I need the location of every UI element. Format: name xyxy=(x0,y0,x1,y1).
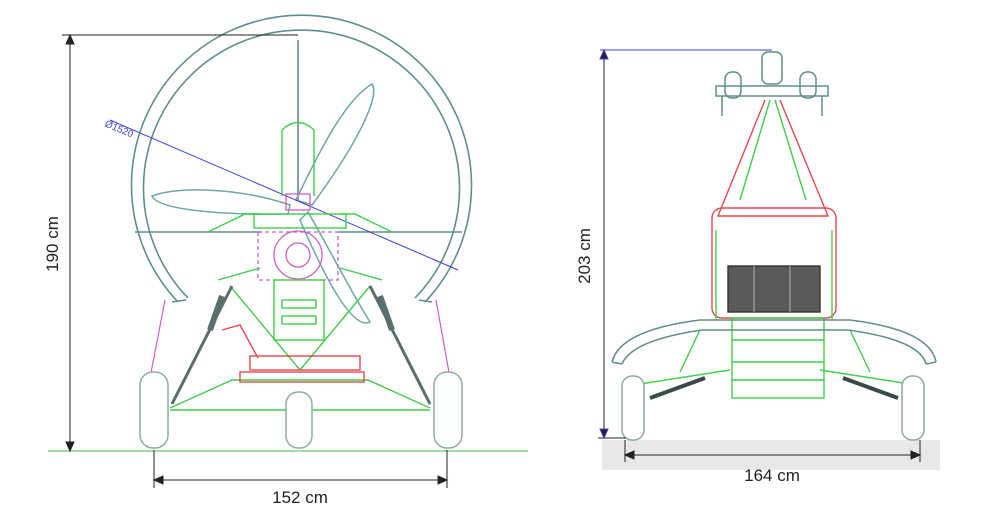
trike-frame xyxy=(169,121,431,411)
mast xyxy=(716,99,830,217)
rear-width-label: 164 cm xyxy=(744,466,800,485)
rear-left-wheel xyxy=(621,375,645,441)
left-wheel xyxy=(139,371,169,449)
rear-wheels xyxy=(621,375,925,441)
width-dimension xyxy=(152,450,449,488)
rear-height-dimension xyxy=(598,48,772,440)
suspension xyxy=(170,285,432,405)
propeller-cage xyxy=(130,14,473,303)
rear-height-label: 203 cm xyxy=(575,228,594,284)
hang-point xyxy=(715,51,829,116)
front-wheel xyxy=(285,391,313,449)
engine xyxy=(257,193,339,281)
rear-view: 203 cm 164 cm xyxy=(575,48,940,485)
rear-seat xyxy=(711,207,837,320)
rear-frame xyxy=(639,317,911,399)
prop-diameter-label: Ø1520 xyxy=(103,119,135,141)
height-label: 190 cm xyxy=(43,216,62,272)
rear-cage xyxy=(611,319,937,365)
propeller xyxy=(150,83,375,324)
rear-right-wheel xyxy=(901,375,925,441)
cage-wires xyxy=(149,299,451,379)
seat xyxy=(221,324,365,383)
right-wheel xyxy=(433,371,463,449)
rear-suspension xyxy=(649,376,899,400)
wheels xyxy=(139,371,463,449)
front-view: Ø1520 xyxy=(43,14,528,507)
height-dimension xyxy=(62,33,298,453)
width-label: 152 cm xyxy=(272,488,328,507)
rear-width-dimension xyxy=(623,440,922,462)
